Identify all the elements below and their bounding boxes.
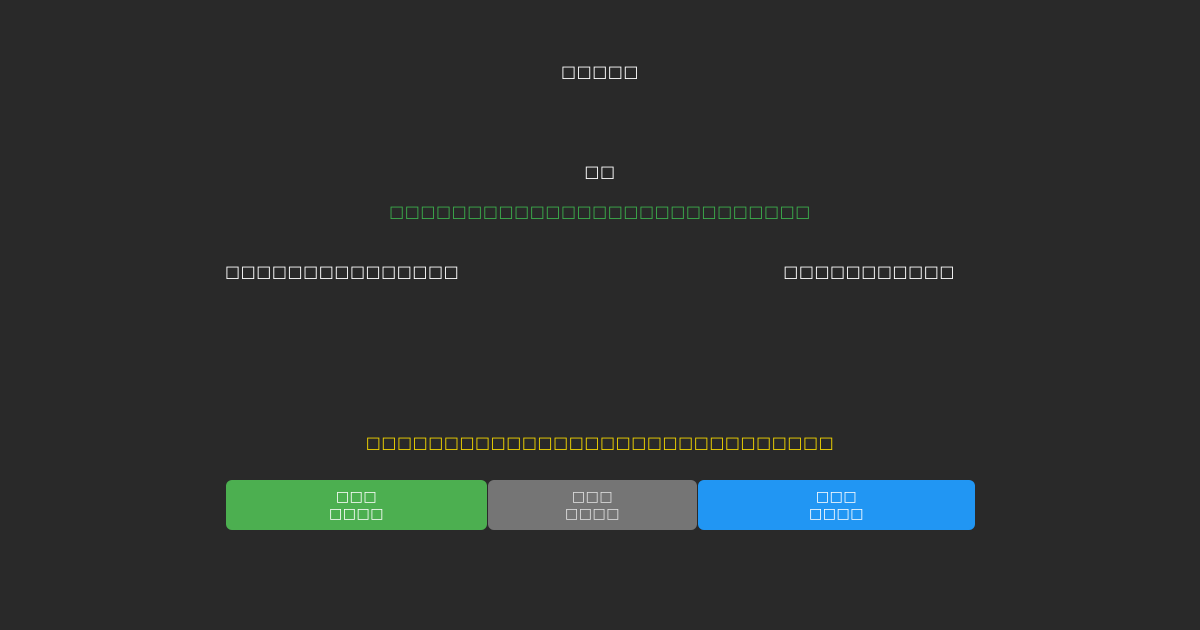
gray-button-label-line1: □□□ (571, 488, 614, 505)
question-label: □□ (584, 162, 616, 181)
blue-button-label-line1: □□□ (815, 488, 858, 505)
gray-action-button[interactable]: □□□ □□□□ (488, 480, 697, 530)
question-subtitle: □□□□□□□□□□□□□□□□□□□□□□□□□□□ (389, 202, 811, 221)
gray-button-label-line2: □□□□ (565, 505, 620, 522)
blue-action-button[interactable]: □□□ □□□□ (698, 480, 975, 530)
green-action-button[interactable]: □□□ □□□□ (226, 480, 487, 530)
right-option-label: □□□□□□□□□□□ (783, 262, 955, 281)
green-button-label-line2: □□□□ (329, 505, 384, 522)
notice-text: □□□□□□□□□□□□□□□□□□□□□□□□□□□□□□ (365, 433, 835, 452)
green-button-label-line1: □□□ (335, 488, 378, 505)
blue-button-label-line2: □□□□ (809, 505, 864, 522)
left-option-label: □□□□□□□□□□□□□□□ (225, 262, 460, 281)
page-title: □□□□□ (560, 62, 640, 81)
